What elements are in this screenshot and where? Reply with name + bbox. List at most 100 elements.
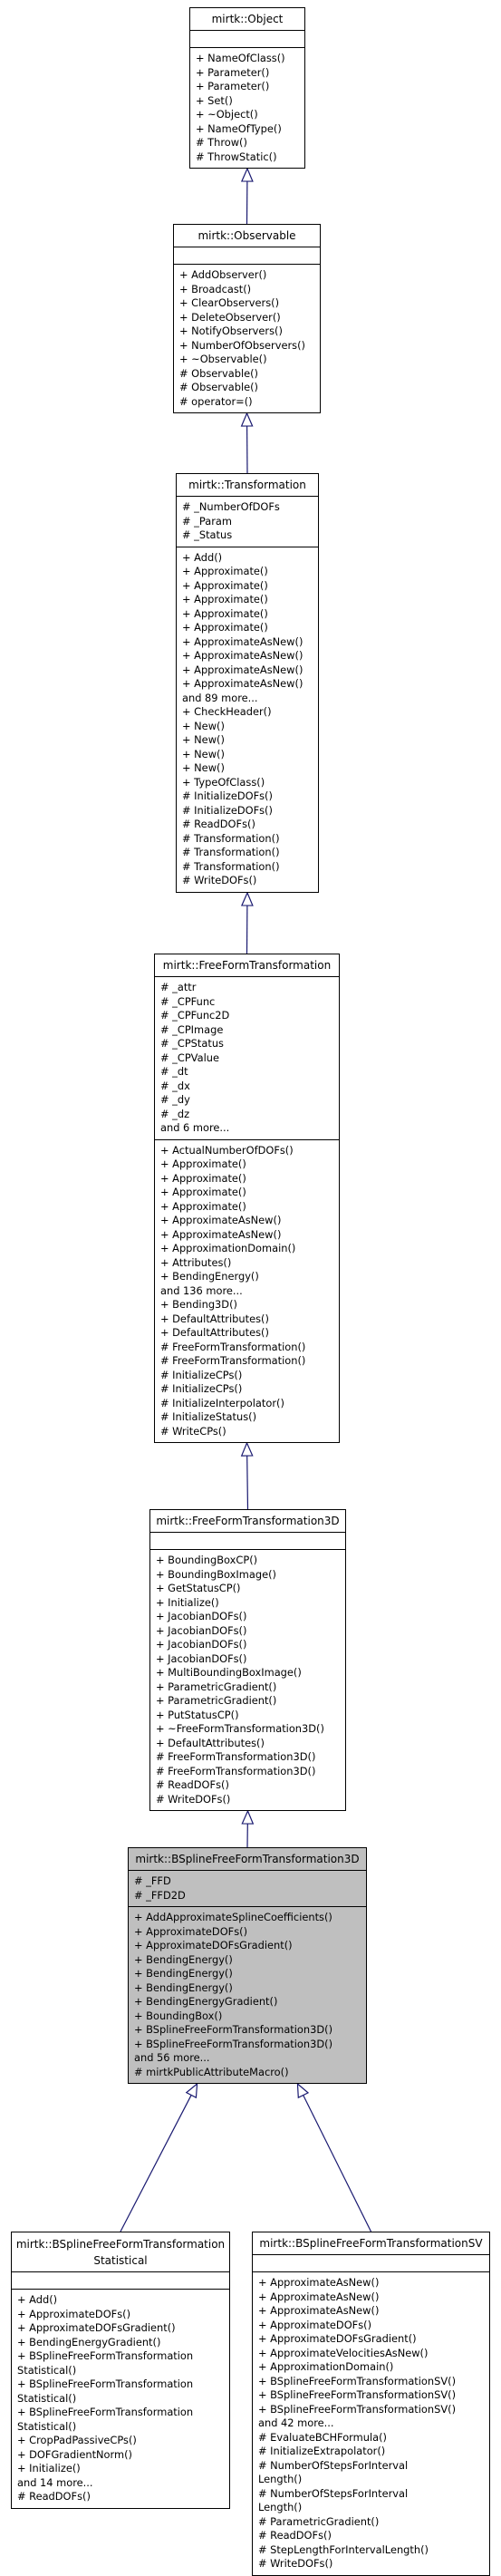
class-title[interactable]: mirtk::BSplineFreeFormTransformation3D <box>129 1848 366 1871</box>
member-item: # _CPImage <box>160 1023 339 1038</box>
member-item: + NameOfType() <box>196 122 304 137</box>
member-item: # FreeFormTransformation() <box>160 1341 339 1355</box>
member-item: # _CPValue <box>160 1051 339 1066</box>
member-item: # NumberOfStepsForInterval <box>258 2487 489 2502</box>
member-item: + BSplineFreeFormTransformation3D() <box>134 2038 366 2052</box>
class-box-bspline[interactable]: mirtk::BSplineFreeFormTransformation3D# … <box>128 1847 367 2084</box>
inheritance-arrowhead-transformation <box>242 413 253 426</box>
class-title[interactable]: mirtk::FreeFormTransformation3D <box>150 1510 345 1533</box>
member-item: # InitializeCPs() <box>160 1369 339 1383</box>
member-item: # FreeFormTransformation3D() <box>156 1750 345 1765</box>
member-item: + GetStatusCP() <box>156 1582 345 1596</box>
member-item: Length() <box>258 2501 489 2515</box>
class-title[interactable]: mirtk::FreeFormTransformation <box>155 954 339 977</box>
member-item: + ApproximationDomain() <box>258 2360 489 2375</box>
member-item: + JacobianDOFs() <box>156 1624 345 1639</box>
member-item: # FreeFormTransformation3D() <box>156 1765 345 1779</box>
member-item: + BSplineFreeFormTransformationSV() <box>258 2403 489 2417</box>
member-item: + BendingEnergy() <box>160 1270 339 1284</box>
class-box-object[interactable]: mirtk::Object+ NameOfClass()+ Parameter(… <box>189 7 305 169</box>
member-item: + ApproximateDOFs() <box>17 2308 229 2322</box>
member-item: # _Param <box>182 515 318 529</box>
inheritance-edge-statistical <box>120 2095 191 2232</box>
member-item: + ApproximateDOFs() <box>258 2319 489 2333</box>
member-item: # Throw() <box>196 136 304 150</box>
member-item: + Parameter() <box>196 66 304 81</box>
class-box-sv[interactable]: mirtk::BSplineFreeFormTransformationSV+ … <box>252 2232 490 2576</box>
member-item: + JacobianDOFs() <box>156 1638 345 1652</box>
member-item: and 42 more... <box>258 2416 489 2431</box>
member-item: # _dt <box>160 1065 339 1080</box>
member-item: + ApproximateAsNew() <box>258 2290 489 2305</box>
member-item: + BoundingBoxImage() <box>156 1568 345 1583</box>
member-item: + BSplineFreeFormTransformation <box>17 2406 229 2420</box>
member-item: + AddApproximateSplineCoefficients() <box>134 1911 366 1925</box>
member-item: Statistical() <box>17 2392 229 2407</box>
member-item: + ApproximateDOFs() <box>134 1925 366 1940</box>
class-box-observable[interactable]: mirtk::Observable+ AddObserver()+ Broadc… <box>173 224 321 413</box>
member-item: # _CPFunc2D <box>160 1009 339 1023</box>
class-title[interactable]: mirtk::Transformation <box>177 474 318 497</box>
member-item: + ApproximateVelocitiesAsNew() <box>258 2347 489 2361</box>
member-item: # _attr <box>160 981 339 995</box>
member-item: + Approximate() <box>182 565 318 579</box>
member-item: + BSplineFreeFormTransformation3D() <box>134 2023 366 2038</box>
member-item: and 89 more... <box>182 692 318 706</box>
member-item: + ApproximateAsNew() <box>258 2276 489 2290</box>
inheritance-arrowhead-ffd3d <box>242 1443 253 1456</box>
member-item: + CheckHeader() <box>182 705 318 720</box>
member-item: # ReadDOFs() <box>156 1778 345 1793</box>
member-item: + NameOfClass() <box>196 52 304 66</box>
member-item: and 6 more... <box>160 1121 339 1136</box>
methods-section: + BoundingBoxCP()+ BoundingBoxImage()+ G… <box>150 1550 345 1810</box>
member-item: + BSplineFreeFormTransformationSV() <box>258 2388 489 2403</box>
inheritance-edge-ffd3d <box>247 1456 248 1509</box>
class-box-ffd3d[interactable]: mirtk::FreeFormTransformation3D+ Boundin… <box>149 1509 346 1811</box>
member-item: + ~Observable() <box>179 353 320 367</box>
inheritance-arrowhead-observable <box>242 169 253 181</box>
inheritance-arrowhead-sv <box>297 2084 308 2097</box>
member-item: # _CPStatus <box>160 1037 339 1051</box>
member-item: # NumberOfStepsForInterval <box>258 2459 489 2474</box>
class-title[interactable]: mirtk::Object <box>190 8 304 31</box>
member-item: + Approximate() <box>182 593 318 607</box>
inheritance-arrowhead-bspline <box>242 1811 253 1824</box>
member-item: # InitializeCPs() <box>160 1382 339 1397</box>
member-item: # _FFD <box>134 1874 366 1889</box>
member-item: # _FFD2D <box>134 1889 366 1903</box>
member-item: + Approximate() <box>182 621 318 635</box>
member-item: + Approximate() <box>182 579 318 594</box>
methods-section: + AddObserver()+ Broadcast()+ ClearObser… <box>174 265 320 412</box>
class-box-transformation[interactable]: mirtk::Transformation# _NumberOfDOFs# _P… <box>176 473 319 893</box>
class-title[interactable]: mirtk::Observable <box>174 225 320 247</box>
member-item: + ParametricGradient() <box>156 1680 345 1695</box>
member-item: + ApproximateDOFsGradient() <box>258 2332 489 2347</box>
member-item: + DefaultAttributes() <box>160 1326 339 1341</box>
class-title[interactable]: mirtk::BSplineFreeFormTransformationSV <box>253 2232 489 2255</box>
methods-section: + ApproximateAsNew()+ ApproximateAsNew()… <box>253 2272 489 2575</box>
member-item: # StepLengthForIntervalLength() <box>258 2543 489 2558</box>
member-item: + AddObserver() <box>179 268 320 283</box>
member-item: + ApproximateAsNew() <box>160 1214 339 1228</box>
member-item: + Initialize() <box>17 2462 229 2476</box>
member-item: + ApproximateAsNew() <box>160 1228 339 1243</box>
member-item: + New() <box>182 761 318 776</box>
member-item: # Transformation() <box>182 860 318 875</box>
member-item: + DeleteObserver() <box>179 311 320 325</box>
member-item: # ReadDOFs() <box>182 818 318 832</box>
member-item: # _dy <box>160 1093 339 1108</box>
member-item: + Add() <box>182 551 318 566</box>
member-item: + ApproximateAsNew() <box>182 635 318 650</box>
member-item: # WriteDOFs() <box>258 2557 489 2571</box>
member-item: and 136 more... <box>160 1284 339 1299</box>
class-box-ffd[interactable]: mirtk::FreeFormTransformation# _attr# _C… <box>154 954 340 1443</box>
member-item: + BendingEnergyGradient() <box>134 1995 366 2009</box>
member-item: + PutStatusCP() <box>156 1709 345 1723</box>
methods-section: + NameOfClass()+ Parameter()+ Parameter(… <box>190 48 304 168</box>
member-item: # _NumberOfDOFs <box>182 500 318 515</box>
member-item: # Observable() <box>179 381 320 395</box>
member-item: + Bending3D() <box>160 1298 339 1312</box>
attributes-section <box>150 1533 345 1550</box>
